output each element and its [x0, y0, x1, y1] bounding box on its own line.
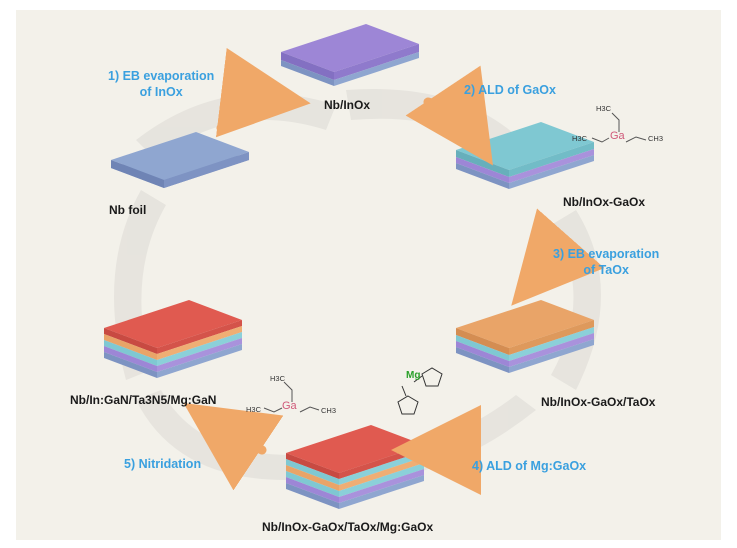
arrow-step5: [183, 403, 284, 491]
stack-nb-foil: [111, 132, 249, 188]
step-5-label: 5) Nitridation: [124, 456, 201, 472]
diagram-panel: Nb foil Nb/InOx Nb/InOx-GaOx Nb/InOx-GaO…: [16, 10, 721, 540]
chem-h3c-left-bottom: H3C: [246, 405, 262, 414]
label-nb-inox-gaox-taox: Nb/InOx-GaOx/TaOx: [541, 395, 656, 409]
chem-h3c-top: H3C: [596, 104, 612, 113]
step-3-label: 3) EB evaporation of TaOx: [553, 246, 659, 278]
step-2-label: 2) ALD of GaOx: [464, 82, 556, 98]
label-nb-inox-gaox-taox-mggaox: Nb/InOx-GaOx/TaOx/Mg:GaOx: [262, 520, 434, 534]
arrow-step1: [215, 47, 311, 138]
step-4-line: 4) ALD of Mg:GaOx: [472, 459, 587, 473]
chem-mg: Mg: [406, 370, 421, 381]
process-cycle-diagram: [104, 24, 647, 509]
step-3-line1: 3) EB evaporation: [553, 247, 660, 261]
stack-nb-in-gan-final: [104, 300, 242, 378]
step-1-line2: of InOx: [139, 85, 183, 99]
label-nb-in-gan-final: Nb/In:GaN/Ta3N5/Mg:GaN: [70, 393, 217, 407]
chem-h3c-bottom: H3C: [270, 374, 286, 383]
arrow-step4: [391, 404, 482, 495]
step-1-line1: 1) EB evaporation: [108, 69, 215, 83]
magnesocene-molecule: [397, 367, 443, 415]
arrow-step2: [405, 65, 493, 166]
stack-nb-inox-gaox-taox: [456, 300, 594, 373]
stack-nb-inox: [281, 24, 419, 86]
step-5-line: 5) Nitridation: [124, 457, 202, 471]
label-nb-inox: Nb/InOx: [324, 98, 371, 112]
process-arrows: [183, 47, 605, 495]
chem-ch3-top: CH3: [648, 134, 664, 143]
step-4-label: 4) ALD of Mg:GaOx: [472, 458, 586, 474]
chem-h3c-left-top: H3C: [572, 134, 588, 143]
stack-nb-inox-gaox-taox-mggaox: [286, 425, 424, 509]
arrow-step3: [511, 208, 605, 306]
chem-ga-top: Ga: [610, 130, 625, 142]
label-nb-foil: Nb foil: [109, 203, 147, 217]
step-2-line: 2) ALD of GaOx: [464, 83, 556, 97]
chem-ch3-bottom: CH3: [321, 406, 337, 415]
triethylgallium-molecule-1: [591, 112, 647, 143]
label-nb-inox-gaox: Nb/InOx-GaOx: [563, 195, 646, 209]
step-1-label: 1) EB evaporation of InOx: [108, 68, 214, 100]
step-3-line2: of TaOx: [583, 263, 629, 277]
chem-ga-bottom: Ga: [282, 400, 297, 412]
triethylgallium-molecule-2: [263, 381, 320, 413]
